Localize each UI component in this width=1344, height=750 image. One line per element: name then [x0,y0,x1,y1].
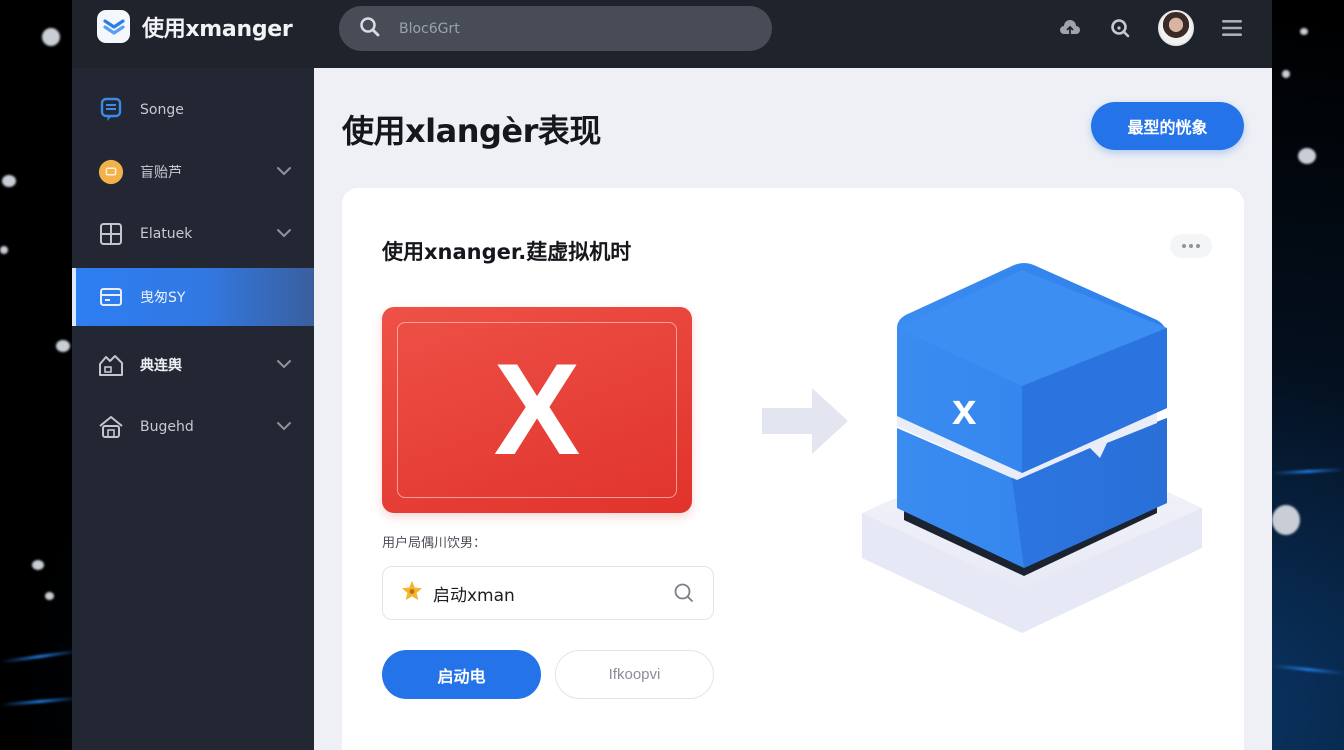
card-icon [98,284,124,310]
orange-circle-icon [98,159,124,185]
illustration-x-glyph: x [952,385,977,434]
sidebar-item-label: Songe [140,102,184,118]
vm-card: 使用xnanger.莛虚拟机时 X 用户局偶川饮男： 启动xman 启动电 If… [342,188,1244,750]
user-avatar[interactable] [1158,10,1194,46]
sidebar-item-label: 盲贻芦 [140,165,182,181]
search-bubble-icon[interactable] [1108,16,1132,40]
search-icon [359,16,381,42]
vm-cube-illustration: x [852,258,1212,648]
command-input[interactable]: 启动xman [382,566,714,620]
sidebar-item-label: Bugehd [140,419,194,435]
search-placeholder: Bloc6Grt [399,20,460,37]
top-bar: 使用xmanger Bloc6Grt [72,0,1272,68]
chevron-down-icon[interactable] [276,225,292,245]
app-window: 使用xmanger Bloc6Grt Songe [72,0,1272,750]
chevron-down-icon[interactable] [276,356,292,376]
sidebar: Songe 盲贻芦 Elatuek 曳匆SY [72,68,314,750]
sidebar-item-active[interactable]: 曳匆SY [72,268,314,326]
grid-icon [98,221,124,247]
arrow-right-icon [762,388,848,458]
sidebar-item-songe[interactable]: Songe [72,81,314,139]
search-icon[interactable] [673,582,695,608]
close-x-icon: X [493,336,581,482]
sidebar-item-elatuek[interactable]: Elatuek [72,205,314,263]
field-label: 用户局偶川饮男： [382,536,487,551]
upload-cloud-icon[interactable] [1058,16,1082,40]
sidebar-item-2[interactable]: 盲贻芦 [72,143,314,201]
main-content: 使用xlangèr表现 最型的恍象 使用xnanger.莛虚拟机时 X 用户局偶… [314,68,1272,750]
secondary-button[interactable]: Ifkoopvi [555,650,714,699]
top-primary-button[interactable]: 最型的恍象 [1091,102,1244,150]
house-box-icon [98,352,124,378]
card-title: 使用xnanger.莛虚拟机时 [382,240,632,264]
sidebar-item-bugehd[interactable]: Bugehd [72,398,314,456]
error-card: X [382,307,692,513]
sidebar-item-label: 曳匆SY [140,290,186,306]
input-value: 启动xman [433,585,515,606]
brand[interactable]: 使用xmanger [97,10,293,43]
chat-window-icon [98,97,124,123]
layers-chevron-icon [97,10,130,43]
star-badge-icon [401,580,423,606]
more-dots-icon[interactable] [1170,234,1212,258]
brand-name: 使用xmanger [142,16,293,42]
top-actions [1058,10,1244,46]
sidebar-item-label: Elatuek [140,226,193,242]
menu-icon[interactable] [1220,16,1244,40]
home-icon [98,414,124,440]
sidebar-item-5[interactable]: 典连舆 [72,336,314,394]
search-input[interactable]: Bloc6Grt [339,6,772,51]
start-button[interactable]: 启动电 [382,650,541,699]
sidebar-item-label: 典连舆 [140,358,182,374]
chevron-down-icon[interactable] [276,163,292,183]
page-title: 使用xlangèr表现 [342,112,601,150]
chevron-down-icon[interactable] [276,418,292,438]
